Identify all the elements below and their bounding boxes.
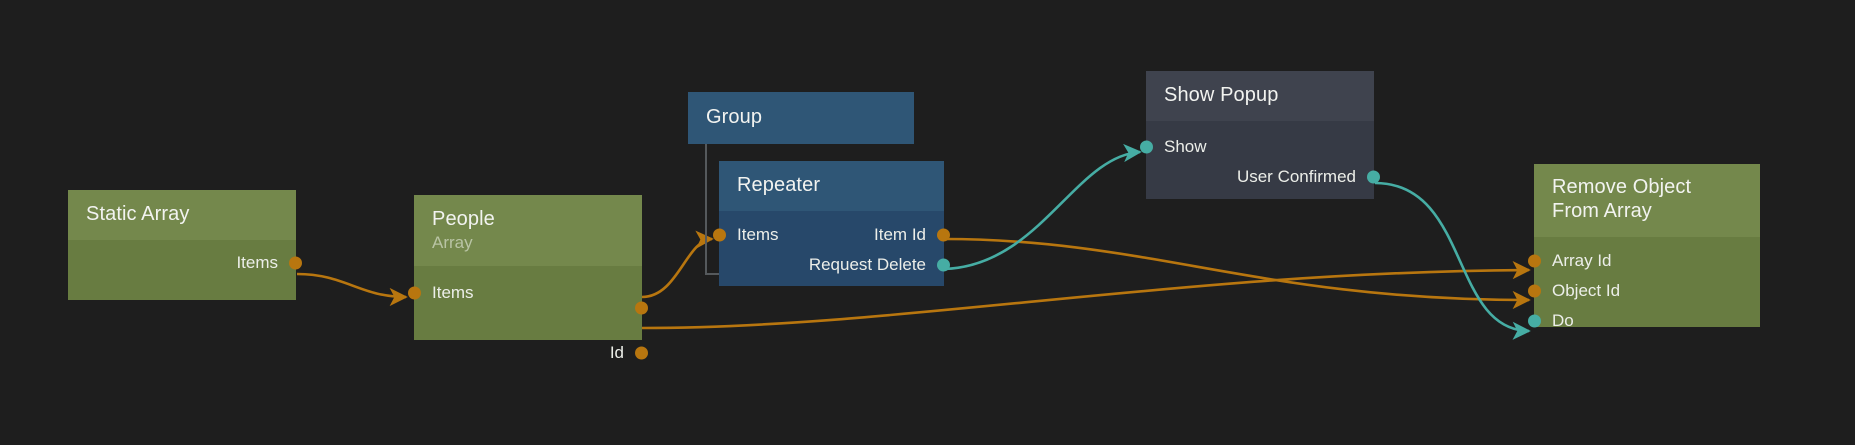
group-containment-bracket bbox=[705, 143, 723, 275]
port-label: Do bbox=[1552, 311, 1574, 331]
port-dot-signal[interactable] bbox=[1140, 140, 1153, 154]
wire-showpopup-userconfirmed-to-remove-do bbox=[1374, 181, 1531, 340]
port-label: Items bbox=[236, 252, 278, 272]
node-group-header[interactable]: Group bbox=[688, 92, 914, 144]
port-dot-data[interactable] bbox=[713, 228, 726, 242]
node-static-array-header[interactable]: Static Array bbox=[68, 190, 296, 240]
port-dot-data[interactable] bbox=[1528, 284, 1541, 298]
node-show-popup-body: Show User Confirmed bbox=[1140, 120, 1380, 199]
node-group-title: Group bbox=[706, 106, 763, 128]
node-people[interactable]: People Array Items Id bbox=[408, 195, 648, 362]
port-dot-data[interactable] bbox=[635, 301, 648, 315]
node-people-subtitle: Array bbox=[432, 232, 473, 252]
port-dot-data[interactable] bbox=[408, 286, 421, 300]
port-label: User Confirmed bbox=[1236, 166, 1356, 186]
node-people-header[interactable]: People Array bbox=[414, 195, 642, 266]
port-label: Items bbox=[737, 224, 779, 244]
node-static-array-title: Static Array bbox=[86, 203, 190, 225]
port-repeater-out-request-delete[interactable]: Request Delete bbox=[719, 250, 950, 280]
port-dot-data[interactable] bbox=[289, 256, 302, 270]
node-show-popup[interactable]: Show Popup Show User Confirmed bbox=[1140, 71, 1380, 199]
port-label: Show bbox=[1164, 136, 1207, 156]
port-label-item-id: Item Id bbox=[874, 224, 926, 244]
port-repeater-in-items[interactable]: Items Item Id bbox=[713, 220, 950, 250]
node-show-popup-title: Show Popup bbox=[1164, 84, 1279, 106]
node-people-title: People bbox=[432, 208, 495, 230]
wire-repeater-itemid-to-remove-objectid bbox=[943, 237, 1531, 310]
port-dot-data-out[interactable] bbox=[937, 228, 950, 242]
node-remove-object-from-array-body: Array Id Object Id Do bbox=[1528, 237, 1760, 330]
node-group[interactable]: Group bbox=[688, 92, 914, 144]
port-dot-data[interactable] bbox=[1528, 254, 1541, 268]
port-people-out-items[interactable] bbox=[414, 301, 648, 315]
port-remove-in-do[interactable]: Do bbox=[1528, 306, 1760, 336]
port-dot-signal[interactable] bbox=[937, 258, 950, 272]
port-label: Items bbox=[432, 282, 474, 302]
wire-static-array-items-to-people-items bbox=[296, 272, 408, 307]
port-label: Id bbox=[609, 342, 624, 362]
node-repeater-header[interactable]: Repeater bbox=[719, 161, 944, 211]
port-remove-in-object-id[interactable]: Object Id bbox=[1528, 276, 1760, 306]
port-dot-signal[interactable] bbox=[1528, 314, 1541, 328]
port-people-out-id[interactable]: Id bbox=[414, 338, 648, 368]
node-remove-object-from-array-title: Remove Object From Array bbox=[1552, 176, 1692, 222]
port-label: Array Id bbox=[1552, 251, 1612, 271]
port-static-array-out-items[interactable]: Items bbox=[68, 248, 302, 278]
node-static-array[interactable]: Static Array Items bbox=[68, 190, 302, 300]
node-show-popup-header[interactable]: Show Popup bbox=[1146, 71, 1374, 121]
node-repeater-body: Items Item Id Request Delete bbox=[713, 210, 950, 286]
node-people-body: Items Id bbox=[408, 265, 648, 362]
port-label: Request Delete bbox=[808, 254, 926, 274]
node-remove-object-from-array-header[interactable]: Remove Object From Array bbox=[1534, 164, 1760, 238]
port-people-in-items[interactable]: Items bbox=[408, 278, 642, 308]
port-dot-data[interactable] bbox=[635, 346, 648, 360]
port-remove-in-array-id[interactable]: Array Id bbox=[1528, 246, 1760, 276]
wire-people-items-to-repeater-items bbox=[641, 230, 714, 299]
port-show-popup-out-user-confirmed[interactable]: User Confirmed bbox=[1146, 162, 1380, 192]
node-repeater-title: Repeater bbox=[737, 174, 821, 196]
node-remove-object-from-array[interactable]: Remove Object From Array Array Id Object… bbox=[1528, 164, 1760, 330]
port-label: Object Id bbox=[1552, 281, 1621, 301]
node-repeater[interactable]: Repeater Items Item Id Request Delete bbox=[713, 161, 950, 286]
port-dot-signal[interactable] bbox=[1367, 170, 1380, 184]
node-static-array-body: Items bbox=[68, 239, 302, 300]
wire-repeater-requestdelete-to-showpopup-show bbox=[943, 143, 1142, 271]
port-show-popup-in-show[interactable]: Show bbox=[1140, 132, 1374, 162]
